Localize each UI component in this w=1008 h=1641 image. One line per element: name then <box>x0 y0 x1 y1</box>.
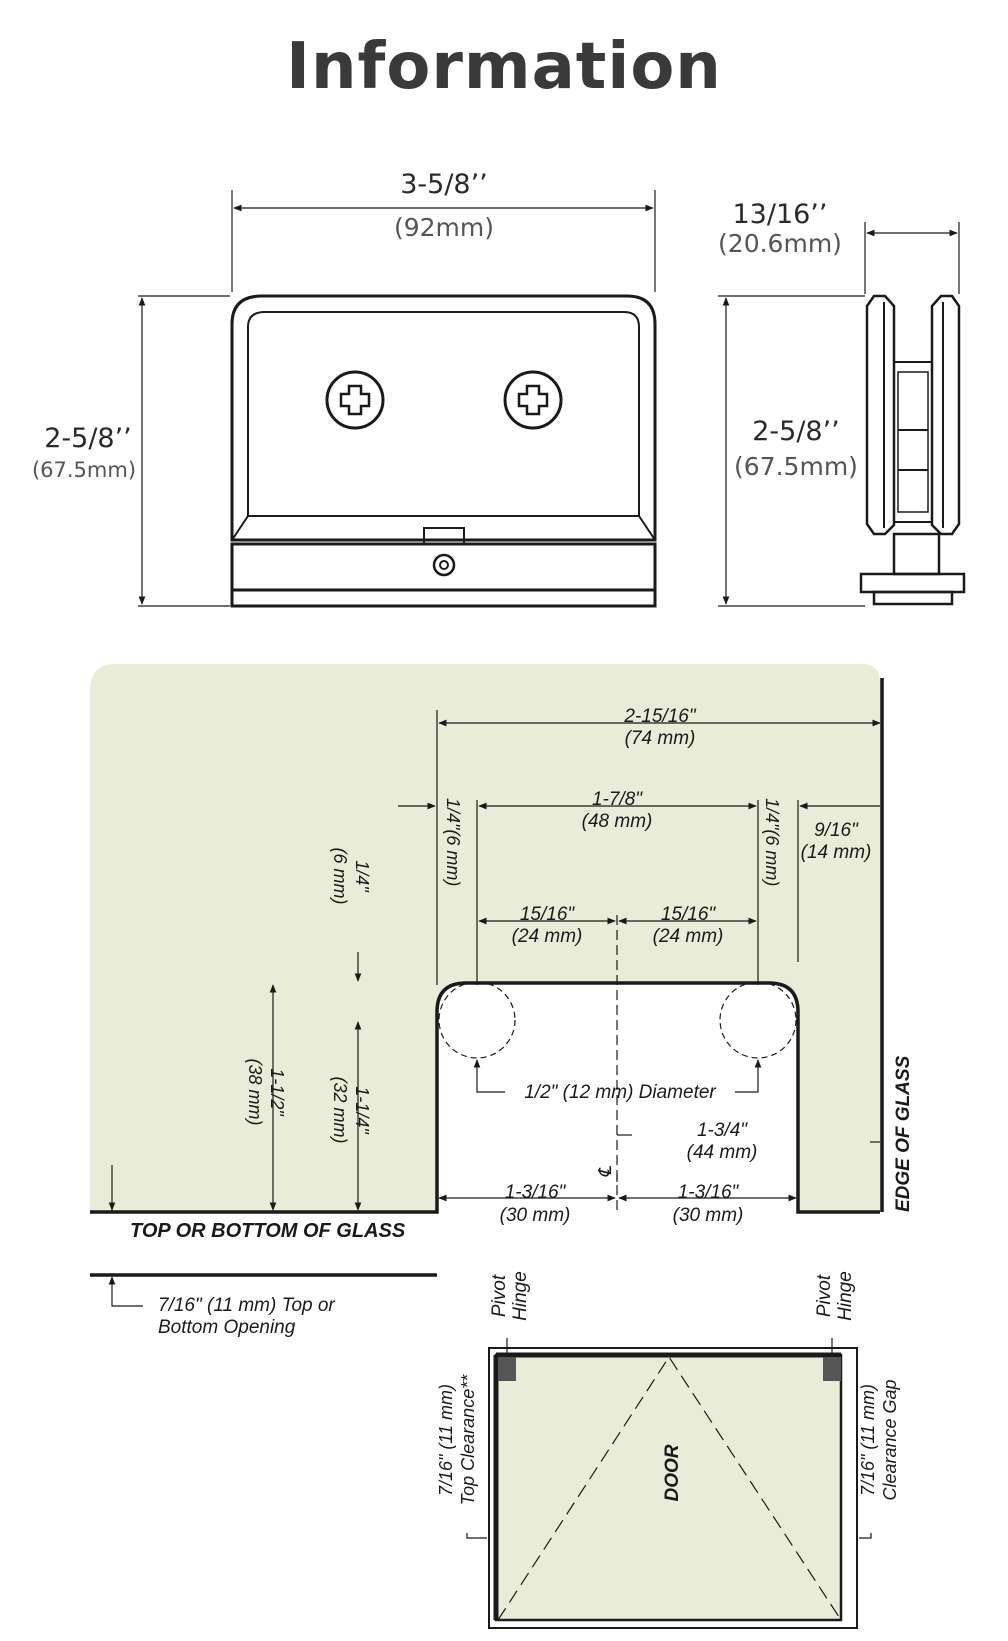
bottom-right-in: 1-3/16" <box>678 1182 740 1203</box>
edge-mm: (14 mm) <box>801 842 872 863</box>
pivot-label-right: Pivot <box>814 1274 835 1317</box>
overall-mm: (74 mm) <box>625 728 696 749</box>
left-offset: 1/4"(6 mm) <box>443 798 463 886</box>
hinge-block-right <box>823 1357 841 1381</box>
clearance-gap-line-2: Clearance Gap <box>880 1379 900 1500</box>
hinge-label-right: Hinge <box>835 1271 856 1321</box>
hole-depth-in: 1-1/4" <box>352 1086 372 1135</box>
half-right-in: 15/16" <box>661 904 717 925</box>
half-left-in: 15/16" <box>520 904 576 925</box>
center-spacing-mm: (48 mm) <box>582 811 653 832</box>
opening-line-2: Bottom Opening <box>158 1317 296 1338</box>
top-clearance-line-2: Top Clearance** <box>458 1374 478 1505</box>
front-height-in: 2-5/8’’ <box>44 423 132 454</box>
edge-of-glass-label: EDGE OF GLASS <box>893 1055 914 1212</box>
top-gap-mm: (6 mm) <box>330 848 350 905</box>
side-depth-mm: (20.6mm) <box>718 229 842 258</box>
front-height-mm: (67.5mm) <box>32 458 136 482</box>
pivot-label-left: Pivot <box>489 1274 510 1317</box>
half-left-mm: (24 mm) <box>512 926 583 947</box>
center-height-mm: (44 mm) <box>687 1142 758 1163</box>
top-clearance-line-1: 7/16" (11 mm) <box>436 1384 456 1496</box>
diameter-label: 1/2" (12 mm) Diameter <box>524 1082 716 1103</box>
glass-panel <box>90 664 880 1212</box>
side-depth-in: 13/16’’ <box>733 199 828 230</box>
overall-in: 2-15/16" <box>623 706 696 727</box>
side-height-mm: (67.5mm) <box>734 452 858 481</box>
bottom-right-mm: (30 mm) <box>673 1205 744 1226</box>
edge-in: 9/16" <box>814 820 859 841</box>
half-right-mm: (24 mm) <box>653 926 724 947</box>
bottom-left-in: 1-3/16" <box>505 1182 567 1203</box>
clearance-gap-line-1: 7/16" (11 mm) <box>858 1384 878 1496</box>
bottom-left-mm: (30 mm) <box>500 1205 571 1226</box>
door-label: DOOR <box>662 1444 683 1501</box>
page-title: Information <box>286 30 722 104</box>
side-height-in: 2-5/8’’ <box>752 416 840 447</box>
door-diagram <box>466 1338 872 1629</box>
cutout-outline <box>90 678 884 1307</box>
hinge-label-left: Hinge <box>510 1271 531 1321</box>
centerline-mark: ℄ <box>595 1166 615 1178</box>
front-width-in: 3-5/8’’ <box>400 169 488 200</box>
center-height-in: 1-3/4" <box>697 1120 748 1141</box>
front-width-mm: (92mm) <box>394 213 494 242</box>
front-view <box>138 190 657 608</box>
opening-line-1: 7/16" (11 mm) Top or <box>158 1295 335 1316</box>
right-offset: 1/4"(6 mm) <box>762 798 782 886</box>
depth-in: 1-1/2" <box>267 1068 287 1117</box>
side-view <box>718 222 966 607</box>
center-spacing-in: 1-7/8" <box>592 789 643 810</box>
depth-mm: (38 mm) <box>245 1059 265 1126</box>
hinge-block-left <box>498 1357 516 1381</box>
glass-label: TOP OR BOTTOM OF GLASS <box>130 1220 406 1242</box>
top-gap-in: 1/4" <box>352 860 372 893</box>
hole-depth-mm: (32 mm) <box>330 1077 350 1144</box>
